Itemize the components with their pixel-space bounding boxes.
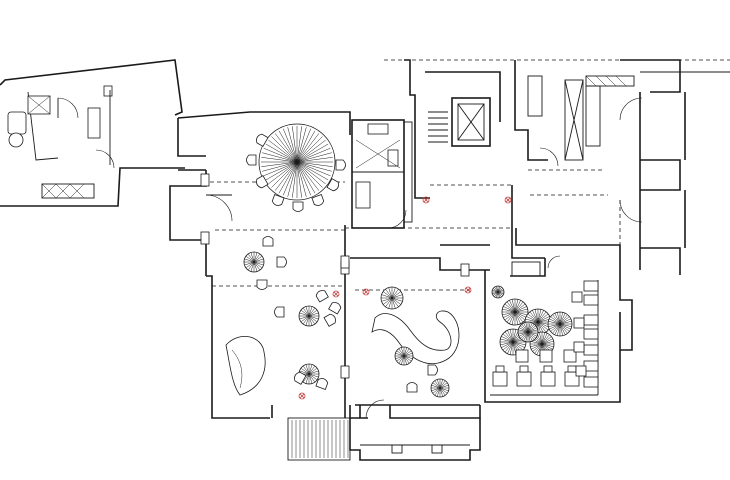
round-table xyxy=(430,378,450,398)
hatched-table xyxy=(547,311,573,337)
column xyxy=(200,231,210,245)
furniture-layer xyxy=(200,173,599,400)
chair xyxy=(256,175,269,189)
booth-seat xyxy=(583,314,599,326)
left-wing xyxy=(0,59,185,207)
booth-chair xyxy=(575,365,587,377)
wc-core xyxy=(351,119,413,229)
round-table xyxy=(298,305,320,327)
bar-stool xyxy=(516,365,532,387)
sprinkler-marker xyxy=(464,286,472,294)
lounge-sofa xyxy=(225,336,266,396)
column xyxy=(460,263,470,277)
chair xyxy=(315,378,329,390)
chair xyxy=(271,194,285,206)
round-table xyxy=(380,286,404,310)
site-boundary xyxy=(384,59,730,248)
column xyxy=(340,255,350,269)
chair xyxy=(315,290,329,303)
bar-stool xyxy=(492,365,508,387)
sprinkler-marker xyxy=(332,290,340,298)
chair xyxy=(256,133,269,147)
chair xyxy=(427,364,438,376)
stool xyxy=(563,349,577,363)
chair xyxy=(246,154,257,166)
chair xyxy=(406,382,418,393)
booth-seat xyxy=(583,280,599,292)
chair xyxy=(323,313,336,327)
central-block xyxy=(345,59,512,419)
chair xyxy=(262,236,274,247)
sprinkler-marker xyxy=(362,288,370,296)
chair xyxy=(311,194,325,206)
round-table xyxy=(243,251,265,273)
curved-sofa xyxy=(371,310,460,365)
sprinkler-marker xyxy=(504,196,512,204)
stool xyxy=(539,349,553,363)
sprinkler-marker xyxy=(422,196,430,204)
chair xyxy=(335,159,346,171)
booth-seat xyxy=(583,344,599,356)
hatched-table xyxy=(517,321,539,343)
round-table xyxy=(491,285,505,299)
stool xyxy=(515,349,529,363)
radial-light-feature xyxy=(246,123,346,212)
table-cluster xyxy=(499,298,573,357)
booth-chair xyxy=(573,317,585,329)
booth-seat xyxy=(583,328,599,340)
east-block xyxy=(484,59,681,403)
column xyxy=(340,365,350,379)
booth-seat xyxy=(583,294,599,306)
bar-stool xyxy=(540,365,556,387)
chair xyxy=(274,306,285,318)
round-table xyxy=(394,346,414,366)
chair xyxy=(326,178,339,192)
chair xyxy=(328,302,342,315)
booth-seat xyxy=(583,376,599,388)
booth-chair xyxy=(571,291,583,303)
booth-chair xyxy=(573,341,585,353)
sprinkler-marker xyxy=(298,392,306,400)
column xyxy=(200,173,210,187)
chair xyxy=(276,256,287,268)
chair xyxy=(256,279,268,290)
chair xyxy=(292,201,304,212)
entrance-stairs xyxy=(287,417,481,461)
hatched-table xyxy=(501,298,529,326)
chair xyxy=(294,371,307,385)
